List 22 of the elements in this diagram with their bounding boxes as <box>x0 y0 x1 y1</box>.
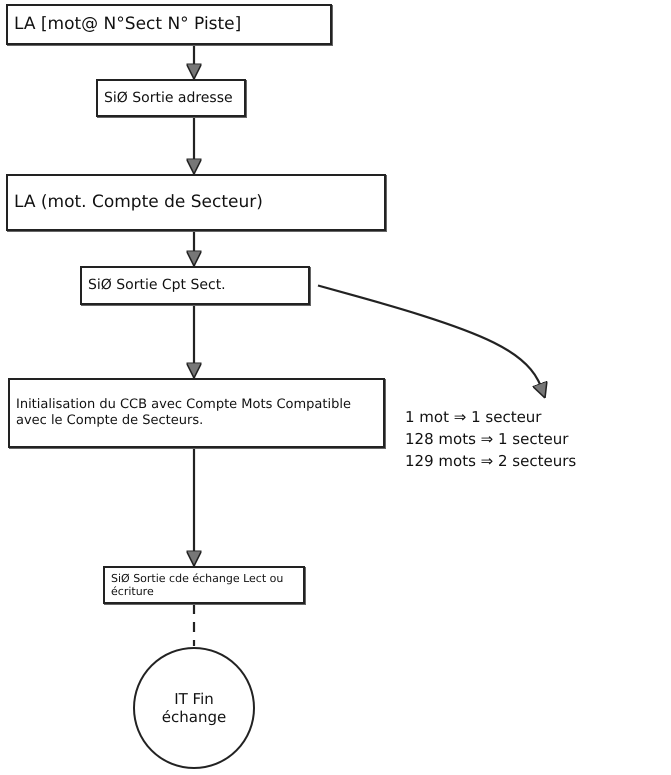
process-box <box>96 79 246 117</box>
note-text: 1 mot ⇒ 1 secteur <box>405 408 542 426</box>
note-text: 129 mots ⇒ 2 secteurs <box>405 452 576 470</box>
process-box <box>80 266 310 305</box>
process-box <box>103 566 305 604</box>
step-text: SiØ Sortie Cpt Sect. <box>88 277 227 294</box>
arrow <box>186 305 202 379</box>
arrow <box>186 448 202 567</box>
step-text: SiØ Sortie cde échange Lect ou écriture <box>111 572 284 598</box>
step-text: LA (mot. Compte de Secteur) <box>14 192 264 213</box>
note-text: 128 mots ⇒ 1 secteur <box>405 430 568 448</box>
step-text: SiØ Sortie adresse <box>104 90 234 106</box>
arrow <box>186 45 202 80</box>
arrow <box>186 231 202 267</box>
arrow <box>186 117 202 175</box>
step-text: LA [mot@ N°Sect N° Piste] <box>14 14 242 35</box>
step-text: IT Fin échange <box>160 690 228 726</box>
process-box <box>6 174 386 231</box>
step-text: Initialisation du CCB avec Compte Mots Compatible avec le Compte de Secteurs. <box>16 397 352 429</box>
arrow <box>318 284 548 399</box>
process-box <box>6 4 332 45</box>
process-box <box>8 378 385 448</box>
